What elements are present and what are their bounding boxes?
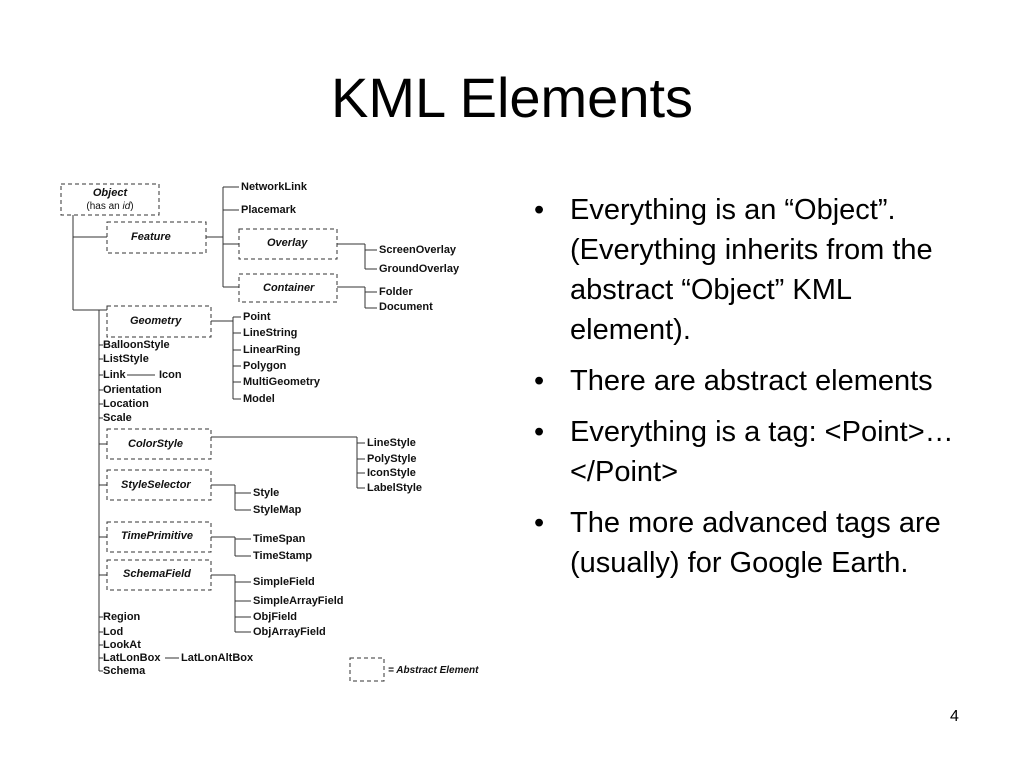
simple-element: Link [103,369,126,381]
bullet-text: Everything is a tag: <Point>…</Point> [570,416,954,488]
bullet-item: • The more advanced tags are (usually) fo… [534,503,974,583]
bullet-marker: • [534,416,545,448]
timeprimitive-child: TimeSpan [253,533,306,545]
legend-text: = Abstract Element [388,665,479,676]
styleselector-child: Style [253,487,280,499]
schemafield-label: SchemaField [123,568,191,580]
geometry-child: MultiGeometry [243,376,321,388]
diagram-connectors [60,183,385,682]
container-child: Folder [379,286,413,298]
feature-label: Feature [131,231,171,243]
latlonbox-child: LatLonAltBox [181,652,254,664]
geometry-child: LinearRing [243,344,301,356]
container-child: Document [379,301,433,313]
simple-element: Orientation [103,384,162,396]
simple-element: Schema [103,665,146,677]
object-box [60,183,160,216]
schemafield-child: SimpleField [253,576,315,588]
overlay-child: GroundOverlay [379,263,460,275]
schemafield-child: ObjArrayField [253,626,326,638]
overlay-label: Overlay [267,237,308,249]
colorstyle-child: IconStyle [367,467,416,479]
overlay-child: ScreenOverlay [379,244,457,256]
styleselector-label: StyleSelector [121,479,191,491]
timeprimitive-label: TimePrimitive [121,530,193,542]
bullet-marker: • [534,365,545,397]
bullet-item: • Everything is a tag: <Point>…</Point> [534,412,974,492]
geometry-child: LineString [243,327,298,339]
bullet-list: • Everything is an “Object”. (Everything … [534,190,974,594]
simple-element: ListStyle [103,353,149,365]
colorstyle-child: PolyStyle [367,453,417,465]
bullet-item: • Everything is an “Object”. (Everything … [534,190,974,350]
geometry-child: Polygon [243,360,287,372]
timeprimitive-child: TimeStamp [253,550,313,562]
bullet-marker: • [534,507,545,539]
slide-title: KML Elements [330,66,694,129]
feature-child: NetworkLink [241,181,308,193]
simple-element: LookAt [103,639,141,651]
styleselector-child: StyleMap [253,504,302,516]
simple-element: Lod [103,626,124,638]
kml-hierarchy-diagram: Object (has an id) Feature NetworkLink P… [55,177,505,689]
simple-element: Location [103,398,149,410]
bullet-item: • There are abstract elements [534,361,974,401]
colorstyle-label: ColorStyle [128,438,184,450]
feature-child: Placemark [241,204,297,216]
colorstyle-child: LineStyle [367,437,416,449]
link-child: Icon [159,369,182,381]
simple-element: Scale [103,412,132,424]
geometry-label: Geometry [130,315,182,327]
geometry-child: Model [243,393,275,405]
bullet-marker: • [534,194,545,226]
bullet-text: There are abstract elements [570,365,933,397]
simple-element: LatLonBox [103,652,161,664]
schemafield-child: ObjField [253,611,297,623]
legend-box [349,657,385,682]
bullet-text: The more advanced tags are (usually) for… [570,507,941,579]
object-label: Object [92,187,128,199]
container-label: Container [263,282,315,294]
simple-element: Region [103,611,141,623]
page-number: 4 [950,708,959,725]
object-sublabel: (has an id) [86,201,134,212]
schemafield-child: SimpleArrayField [253,595,344,607]
geometry-child: Point [243,311,271,323]
container-box [238,273,338,303]
colorstyle-child: LabelStyle [367,482,423,494]
simple-element: BalloonStyle [103,339,170,351]
bullet-text: Everything is an “Object”. (Everything i… [570,194,933,346]
